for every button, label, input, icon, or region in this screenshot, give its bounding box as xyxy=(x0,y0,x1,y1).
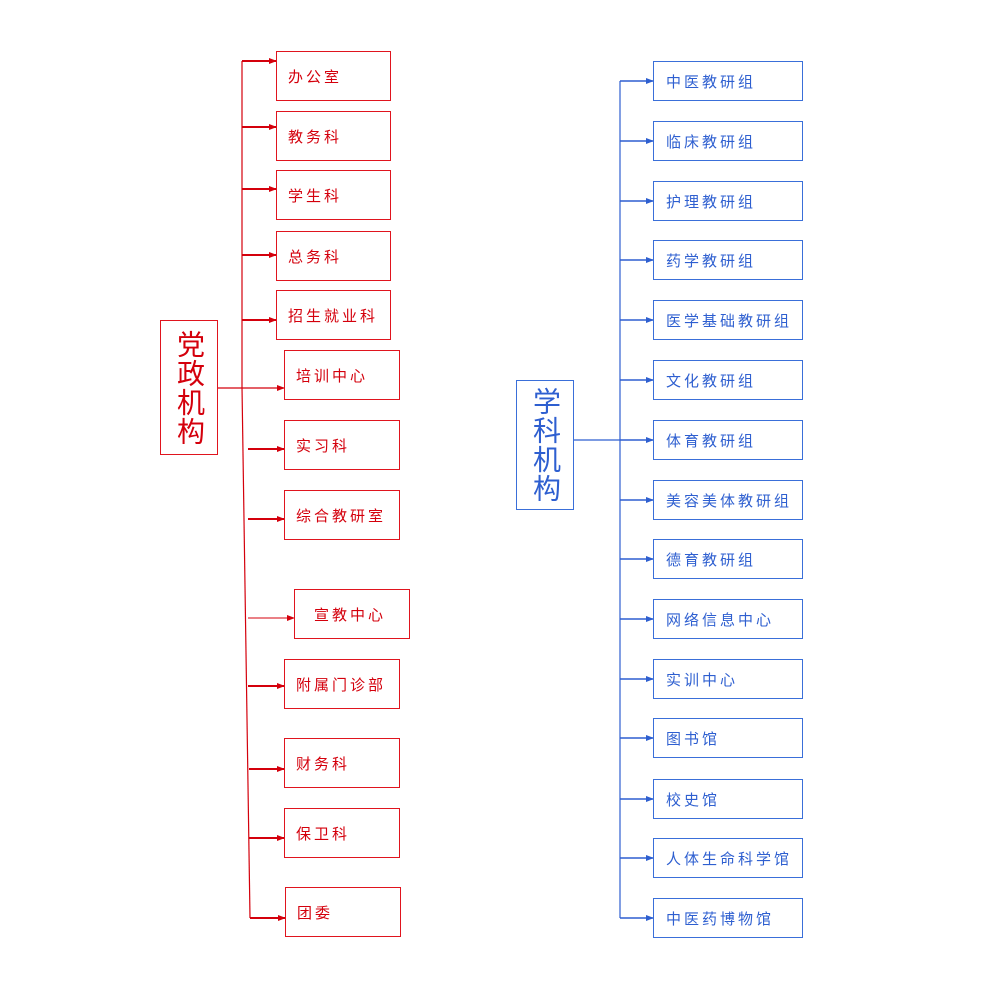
right-connector-group xyxy=(574,78,654,921)
left-node-student-affairs: 学生科 xyxy=(276,170,391,220)
left-node-internship: 实习科 xyxy=(284,420,400,470)
left-node-academic-affairs: 教务科 xyxy=(276,111,391,161)
right-node-moral-group: 德育教研组 xyxy=(653,539,803,579)
right-node-network-center: 网络信息中心 xyxy=(653,599,803,639)
right-node-tcm-museum: 中医药博物馆 xyxy=(653,898,803,938)
left-node-office: 办公室 xyxy=(276,51,391,101)
right-node-nursing-group: 护理教研组 xyxy=(653,181,803,221)
left-node-publicity-center: 宣教中心 xyxy=(294,589,410,639)
left-trunk-lower xyxy=(241,386,251,919)
right-node-life-science-hall: 人体生命科学馆 xyxy=(653,838,803,878)
right-root-box: 学科机构 xyxy=(516,380,574,510)
right-node-beauty-group: 美容美体教研组 xyxy=(653,480,803,520)
right-node-basic-medicine-group: 医学基础教研组 xyxy=(653,300,803,340)
right-root-label: 学科机构 xyxy=(529,387,562,503)
left-node-admissions: 招生就业科 xyxy=(276,290,391,340)
left-node-finance: 财务科 xyxy=(284,738,400,788)
left-node-teaching-research: 综合教研室 xyxy=(284,490,400,540)
left-node-clinic: 附属门诊部 xyxy=(284,659,400,709)
left-connector-group xyxy=(218,58,295,921)
left-node-training-center: 培训中心 xyxy=(284,350,400,400)
right-node-pharmacy-group: 药学教研组 xyxy=(653,240,803,280)
right-node-history-hall: 校史馆 xyxy=(653,779,803,819)
right-node-clinical-group: 临床教研组 xyxy=(653,121,803,161)
left-root-label: 党政机构 xyxy=(173,329,206,446)
left-node-youth-league: 团委 xyxy=(285,887,401,937)
right-node-culture-group: 文化教研组 xyxy=(653,360,803,400)
left-node-general-affairs: 总务科 xyxy=(276,231,391,281)
right-node-pe-group: 体育教研组 xyxy=(653,420,803,460)
left-root-box: 党政机构 xyxy=(160,320,218,455)
right-node-tcm-group: 中医教研组 xyxy=(653,61,803,101)
right-node-library: 图书馆 xyxy=(653,718,803,758)
right-node-training-center: 实训中心 xyxy=(653,659,803,699)
left-node-security: 保卫科 xyxy=(284,808,400,858)
